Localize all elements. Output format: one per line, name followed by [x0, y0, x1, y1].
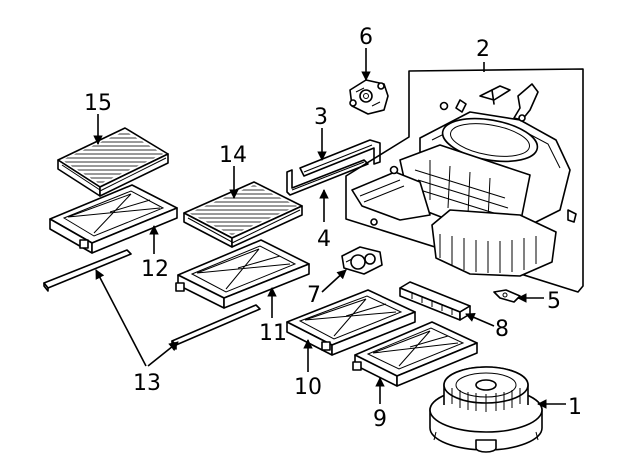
leader-lines: [93, 48, 566, 409]
part-5-clip: [493, 289, 521, 303]
part-11-filter-frame: [175, 239, 310, 309]
leader-13a: [95, 269, 147, 367]
callout-9: 9: [373, 407, 387, 432]
part-6-actuator-motor: [349, 79, 389, 115]
part-7-resistor: [341, 246, 383, 275]
callout-3: 3: [314, 105, 328, 130]
part-4-duct-seal: [286, 159, 369, 196]
callout-labels: 1 2 3 4 5 6 7 8 9 10 11 12 13 14 15: [84, 25, 582, 432]
part-13-seal-strip-lower: [171, 304, 261, 350]
part-2-blower-housing-assembly: [345, 68, 584, 293]
callout-4: 4: [317, 227, 331, 252]
part-10-filter-frame: [286, 289, 416, 356]
leader-8: [465, 312, 495, 327]
callout-15: 15: [84, 91, 112, 116]
leader-13b: [147, 341, 179, 367]
callout-5: 5: [547, 289, 561, 314]
callout-7: 7: [307, 283, 321, 308]
part-8-connector-block: [399, 281, 471, 321]
callout-1: 1: [568, 395, 582, 420]
part-3-duct-seal: [299, 139, 381, 177]
callout-2: 2: [476, 37, 490, 62]
callout-11: 11: [259, 321, 287, 346]
part-12-filter-frame: [49, 184, 178, 254]
callout-10: 10: [294, 375, 322, 400]
callout-6: 6: [359, 25, 373, 50]
callout-8: 8: [495, 317, 509, 342]
leader-7: [321, 269, 347, 293]
callout-12: 12: [141, 257, 169, 282]
part-13-seal-strip-upper: [43, 249, 132, 292]
callout-14: 14: [219, 143, 247, 168]
part-15-filter-element: [57, 127, 169, 197]
part-1-blower-motor: [429, 366, 543, 453]
callout-13: 13: [133, 371, 161, 396]
part-14-filter-element: [183, 181, 303, 248]
part-9-filter-frame: [352, 321, 478, 387]
